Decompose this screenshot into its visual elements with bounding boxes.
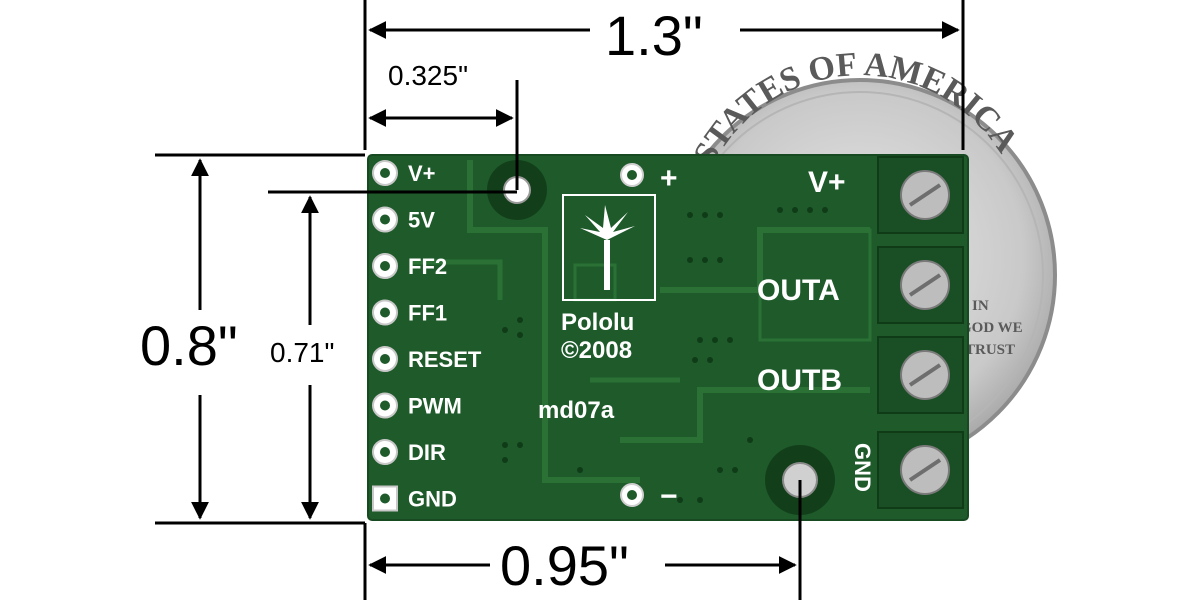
coin-motto-3: TRUST (965, 342, 1015, 358)
plus-label: + (660, 162, 678, 195)
pin-label: DIR (408, 440, 446, 465)
pin-label: PWM (408, 394, 462, 419)
terminal-outb (877, 336, 964, 414)
logo-line-1: Pololu (561, 309, 634, 336)
pin-label: GND (408, 487, 457, 512)
dim-width-total: 1.3" (605, 4, 703, 67)
dim-mount-offset-y: 0.71" (270, 337, 334, 368)
terminal-gnd (877, 431, 964, 509)
palm-tree-icon (580, 205, 635, 290)
pin-reset: RESET (372, 346, 482, 372)
coin-motto-2: GOD WE (960, 320, 1023, 336)
pololu-logo-box (562, 194, 656, 301)
terminal-label: GND (850, 443, 875, 492)
pin-5v: 5V (372, 206, 435, 233)
pin-ff1: FF1 (372, 299, 447, 326)
pin-label: V+ (408, 161, 436, 186)
pin-label: FF2 (408, 254, 447, 279)
pin-label: 5V (408, 208, 435, 233)
pin-dir: DIR (372, 439, 446, 465)
pin-label: RESET (408, 347, 482, 372)
terminal-label: OUTB (757, 364, 842, 397)
dim-mount-offset-bottom: 0.95" (500, 534, 629, 597)
pin-gnd: GND (372, 485, 457, 512)
logo-line-2: ©2008 (561, 337, 632, 364)
coin-motto-1: IN (972, 298, 989, 314)
terminal-outa (877, 246, 964, 324)
terminal-label: OUTA (757, 274, 840, 307)
pin-pwm: PWM (372, 392, 462, 419)
dim-height-total: 0.8" (140, 314, 238, 377)
terminal-label: V+ (808, 166, 846, 199)
terminal-v (877, 156, 964, 234)
minus-label: − (660, 480, 678, 513)
terminal-blocks: V+ OUTA OUTB GND (757, 156, 964, 509)
pcb-board: Pololu ©2008 md07a + − (367, 154, 969, 521)
part-number: md07a (538, 397, 615, 424)
dimension-lines (155, 0, 965, 600)
pin-label: FF1 (408, 301, 447, 326)
dim-mount-offset-x: 0.325" (388, 60, 468, 91)
pin-v: V+ (372, 160, 436, 186)
pin-ff2: FF2 (372, 253, 447, 279)
